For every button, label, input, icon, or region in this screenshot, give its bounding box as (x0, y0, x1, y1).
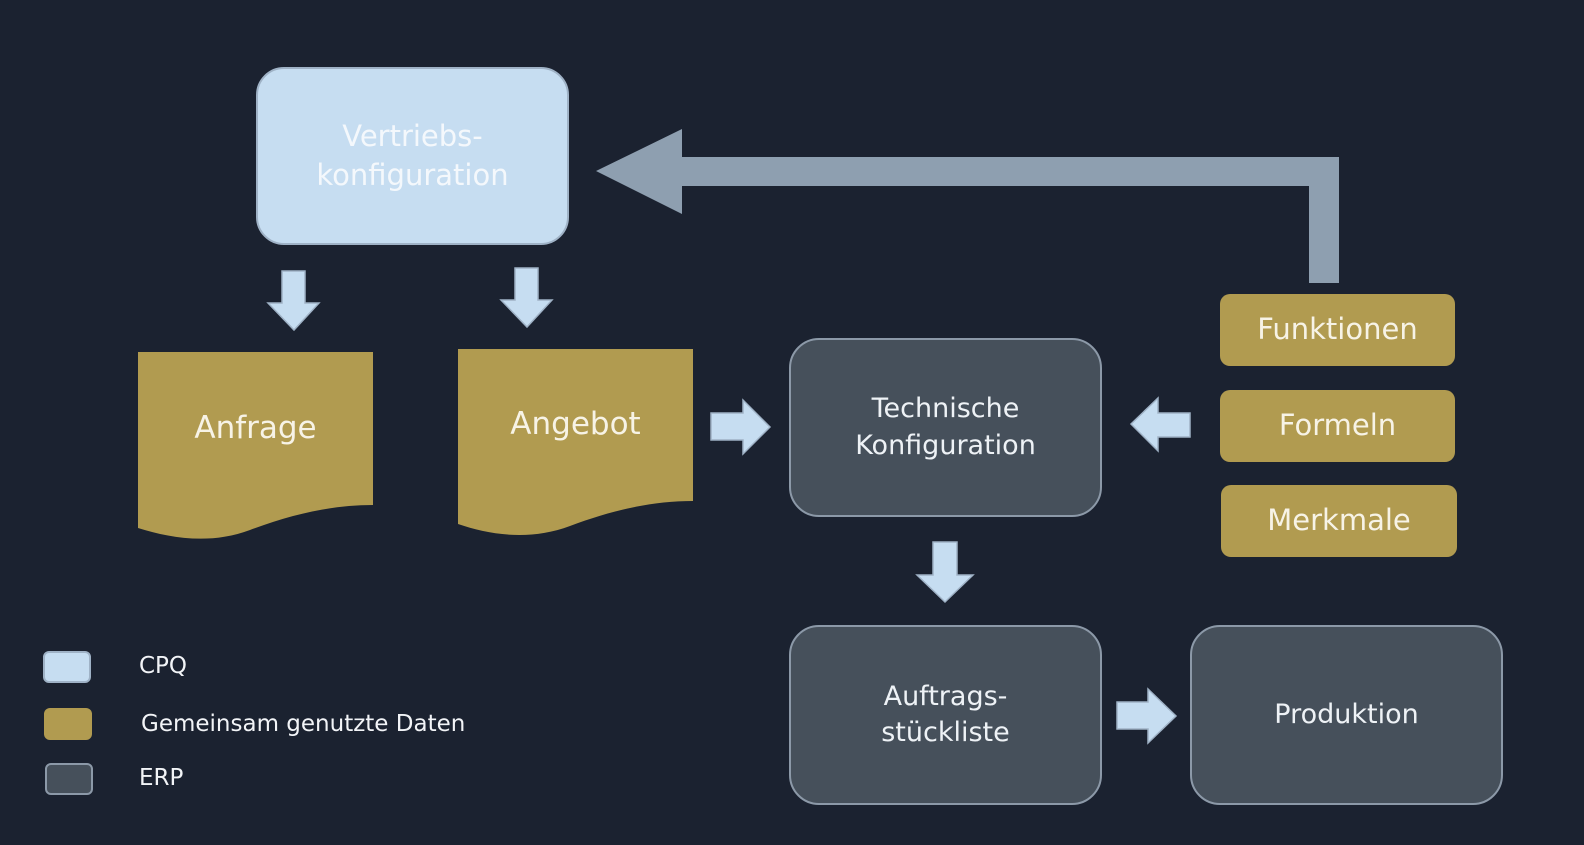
legend-label-erp: ERP (139, 765, 184, 791)
node-formeln[interactable]: Formeln (1220, 390, 1455, 462)
node-technische-konfiguration-line1: Technische (871, 393, 1020, 425)
legend-label-cpq: CPQ (139, 653, 188, 679)
left-arrow-daten-technische (1129, 396, 1191, 453)
legend-swatch-cpq (43, 651, 91, 683)
node-auftragsstueckliste-line2: stückliste (881, 717, 1010, 748)
legend-swatch-erp (45, 763, 93, 795)
legend-label-shared: Gemeinsam genutzte Daten (141, 711, 466, 737)
node-technische-konfiguration-line2: Konfiguration (855, 429, 1036, 461)
down-arrow-technische-auftrag (915, 541, 975, 604)
node-funktionen[interactable]: Funktionen (1220, 294, 1455, 366)
node-auftragsstueckliste[interactable]: Auftrags- stückliste (789, 625, 1102, 805)
node-auftragsstueckliste-line1: Auftrags- (883, 680, 1008, 712)
node-technische-konfiguration[interactable]: Technische Konfiguration (789, 338, 1102, 517)
down-arrow-angebot (499, 267, 554, 329)
node-produktion[interactable]: Produktion (1190, 625, 1503, 805)
node-angebot[interactable]: Angebot (510, 406, 641, 442)
down-arrow-anfrage (266, 270, 321, 332)
right-arrow-auftrag-produktion (1116, 687, 1178, 745)
feedback-arrow (596, 129, 1339, 283)
right-arrow-angebot-technische (710, 398, 772, 456)
node-anfrage[interactable]: Anfrage (194, 410, 317, 446)
node-vertriebskonfiguration-line1: Vertriebs- (342, 118, 483, 153)
node-merkmale[interactable]: Merkmale (1221, 485, 1457, 557)
node-vertriebskonfiguration[interactable]: Vertriebs- konfiguration (256, 67, 569, 245)
anfrage-document-shape (138, 352, 373, 539)
node-vertriebskonfiguration-line2: konfiguration (316, 158, 509, 192)
angebot-document-shape (458, 349, 693, 535)
legend-swatch-shared (44, 708, 92, 740)
